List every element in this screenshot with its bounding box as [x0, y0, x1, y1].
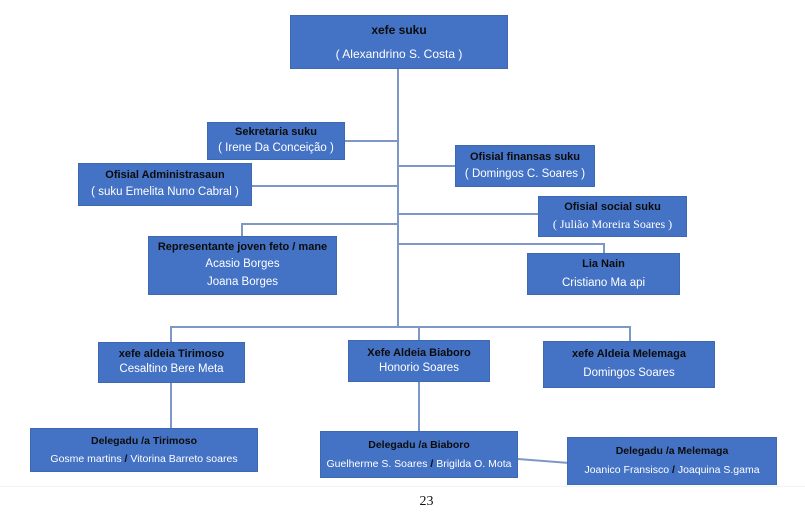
node-name: Acasio Borges [205, 258, 280, 271]
connector-administrasaun [252, 185, 398, 187]
node-name: Cristiano Ma api [561, 276, 646, 289]
node-name: ( Irene Da Conceição ) [218, 142, 334, 155]
node-title: Ofisial Administrasaun [105, 169, 225, 181]
org-node-xefe-suku: xefe suku ( Alexandrino S. Costa ) [290, 15, 508, 69]
org-node-lia-nain: Lia Nain Cristiano Ma api [527, 253, 680, 295]
org-node-representante-joven: Representante joven feto / mane Acasio B… [148, 236, 337, 295]
connector-lianain-v [603, 243, 605, 253]
node-name: Joanico Fransisco / Joaquina S.gama [584, 464, 760, 476]
node-title: Lia Nain [582, 257, 625, 270]
node-name: Domingos Soares [583, 367, 675, 380]
connector-representante-v [241, 223, 243, 236]
org-node-ofisial-finansas: Ofisial finansas suku ( Domingos C. Soar… [455, 145, 595, 187]
node-title: xefe Aldeia Melemaga [572, 348, 686, 360]
connector-representante-h [241, 223, 398, 225]
node-name: ( suku Emelita Nuno Cabral ) [91, 186, 239, 199]
org-node-delegadu-melemaga: Delegadu /a Melemaga Joanico Fransisco /… [567, 437, 777, 485]
org-node-xefe-aldeia-melemaga: xefe Aldeia Melemaga Domingos Soares [543, 341, 715, 388]
org-node-xefe-aldeia-tirimoso: xefe aldeia Tirimoso Cesaltino Bere Meta [98, 342, 245, 383]
connector-stub-melemaga [629, 326, 631, 341]
node-name: Gosme martins / Vitorina Barreto soares [50, 452, 238, 465]
node-title: Ofisial social suku [564, 201, 661, 214]
connector-delegadu-melemaga [517, 458, 568, 464]
name-separator: / [671, 464, 675, 476]
connector-finansas [397, 165, 456, 167]
node-title: xefe aldeia Tirimoso [118, 348, 225, 360]
node-name: ( Domingos C. Soares ) [464, 167, 586, 180]
node-title: Sekretaria suku [235, 126, 317, 138]
name-separator: / [124, 452, 128, 465]
node-title: xefe suku [371, 23, 427, 38]
node-name-2: Joana Borges [207, 276, 278, 289]
org-node-ofisial-administrasaun: Ofisial Administrasaun ( suku Emelita Nu… [78, 163, 252, 206]
node-title: Delegadu /a Biaboro [368, 438, 470, 451]
node-title: Xefe Aldeia Biaboro [367, 346, 471, 359]
node-name: ( Alexandrino S. Costa ) [335, 46, 463, 61]
org-node-delegadu-biaboro: Delegadu /a Biaboro Guelherme S. Soares … [320, 431, 518, 478]
node-title: Ofisial finansas suku [469, 150, 581, 163]
footer-divider [0, 486, 805, 487]
connector-aldeia-rail [170, 326, 631, 328]
name-separator: / [430, 457, 434, 470]
connector-lianain-h [397, 243, 604, 245]
connector-tirimoso-delegadu [170, 383, 172, 428]
org-node-xefe-aldeia-biaboro: Xefe Aldeia Biaboro Honorio Soares [348, 340, 490, 382]
node-name: Honorio Soares [379, 361, 459, 374]
page-number: 23 [419, 494, 434, 509]
node-name: ( Julião Moreira Soares ) [552, 217, 673, 232]
node-title: Delegadu /a Tirimoso [91, 434, 197, 447]
org-node-ofisial-social: Ofisial social suku ( Julião Moreira Soa… [538, 196, 687, 237]
connector-trunk [397, 69, 399, 328]
node-name: Guelherme S. Soares / Brigilda O. Mota [326, 457, 512, 470]
connector-biaboro-delegadu [418, 382, 420, 431]
org-node-delegadu-tirimoso: Delegadu /a Tirimoso Gosme martins / Vit… [30, 428, 258, 472]
node-title: Representante joven feto / mane [157, 241, 328, 254]
connector-social [397, 213, 539, 215]
connector-sekretaria [345, 140, 398, 142]
connector-stub-tirimoso [170, 326, 172, 342]
org-node-sekretaria-suku: Sekretaria suku ( Irene Da Conceição ) [207, 122, 345, 160]
node-title: Delegadu /a Melemaga [615, 445, 729, 458]
node-name: Cesaltino Bere Meta [119, 363, 224, 376]
connector-stub-biaboro [418, 326, 420, 340]
